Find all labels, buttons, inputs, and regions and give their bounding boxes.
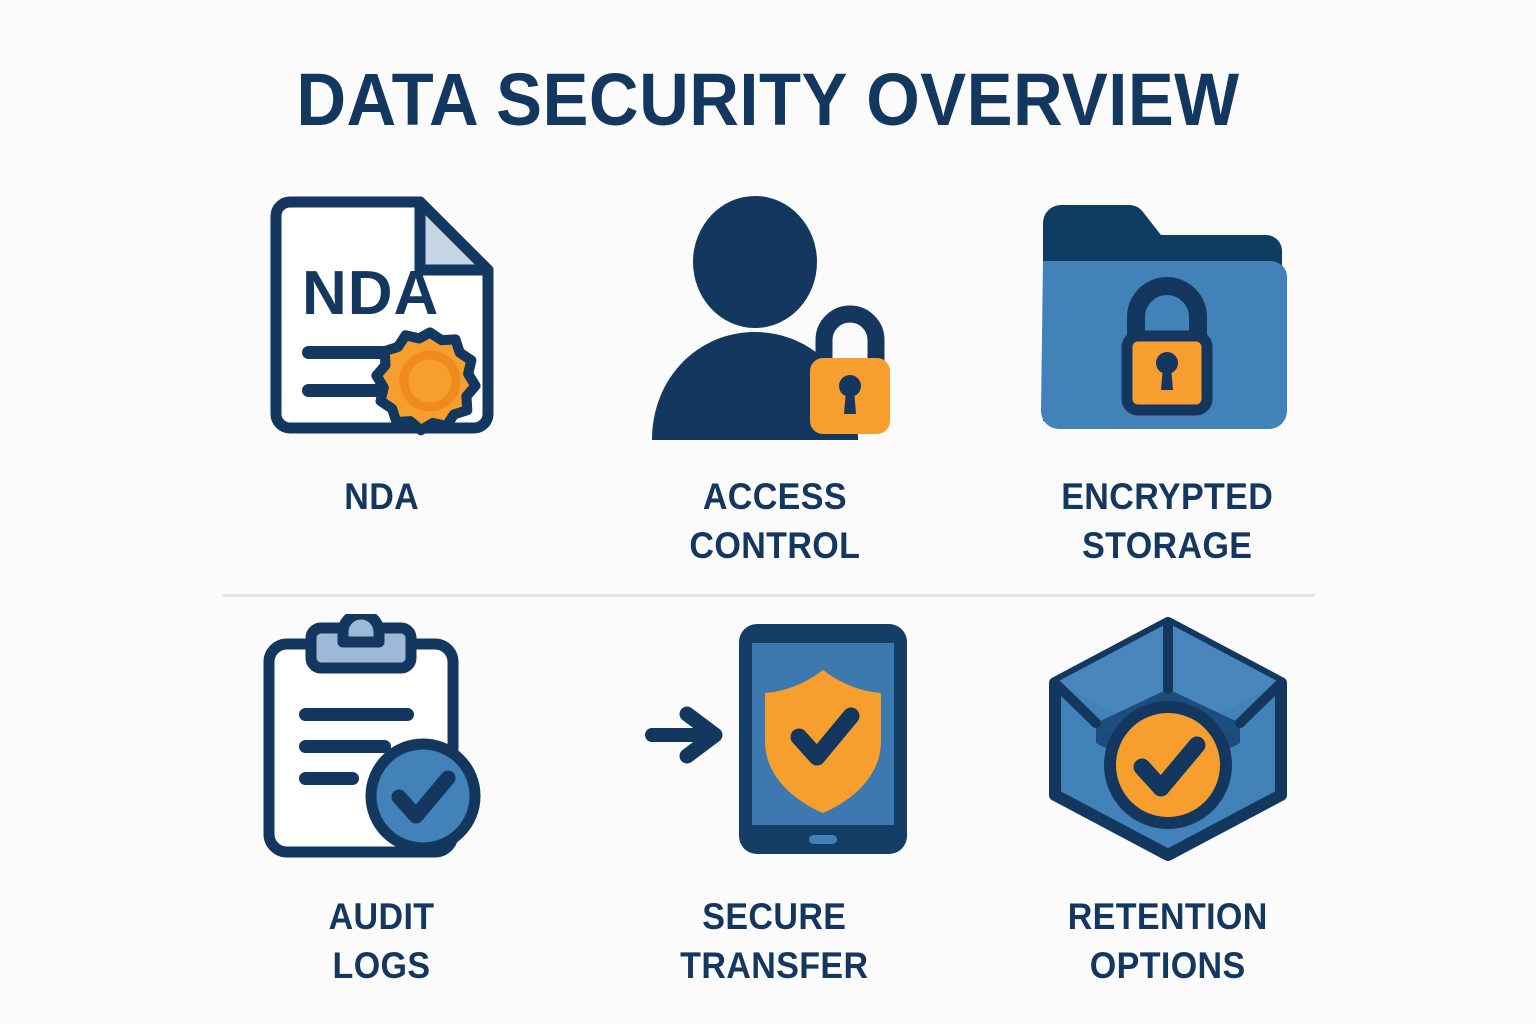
nda-document-seal-icon: NDA bbox=[262, 188, 502, 450]
feature-card-encrypted-storage[interactable]: ENCRYPTED STORAGE bbox=[971, 188, 1364, 570]
feature-label: NDA bbox=[344, 476, 419, 517]
feature-label: ACCESS CONTROL bbox=[689, 476, 860, 566]
person-padlock-icon bbox=[642, 188, 907, 450]
feature-card-audit-logs[interactable]: AUDIT LOGS bbox=[185, 608, 578, 990]
feature-card-access-control[interactable]: ACCESS CONTROL bbox=[578, 188, 971, 570]
feature-label: SECURE TRANSFER bbox=[680, 896, 869, 986]
clipboard-check-icon bbox=[257, 608, 507, 870]
feature-card-secure-transfer[interactable]: SECURE TRANSFER bbox=[578, 608, 971, 990]
feature-card-retention-options[interactable]: RETENTION OPTIONS bbox=[971, 608, 1364, 990]
feature-label: AUDIT LOGS bbox=[328, 896, 435, 986]
feature-label: RETENTION OPTIONS bbox=[1067, 896, 1268, 986]
section-divider bbox=[222, 594, 1315, 597]
svg-text:NDA: NDA bbox=[302, 259, 439, 328]
feature-label: ENCRYPTED STORAGE bbox=[1061, 476, 1274, 566]
feature-card-nda[interactable]: NDA NDA bbox=[185, 188, 578, 570]
box-check-icon bbox=[1039, 608, 1297, 870]
feature-row-top: NDA NDA bbox=[185, 188, 1365, 570]
feature-row-bottom: AUDIT LOGS bbox=[185, 608, 1365, 990]
tablet-shield-arrow-icon bbox=[637, 608, 912, 870]
arrow-right-icon bbox=[645, 706, 723, 764]
page-title: DATA SECURITY OVERVIEW bbox=[296, 58, 1240, 141]
folder-padlock-icon bbox=[1035, 188, 1300, 450]
